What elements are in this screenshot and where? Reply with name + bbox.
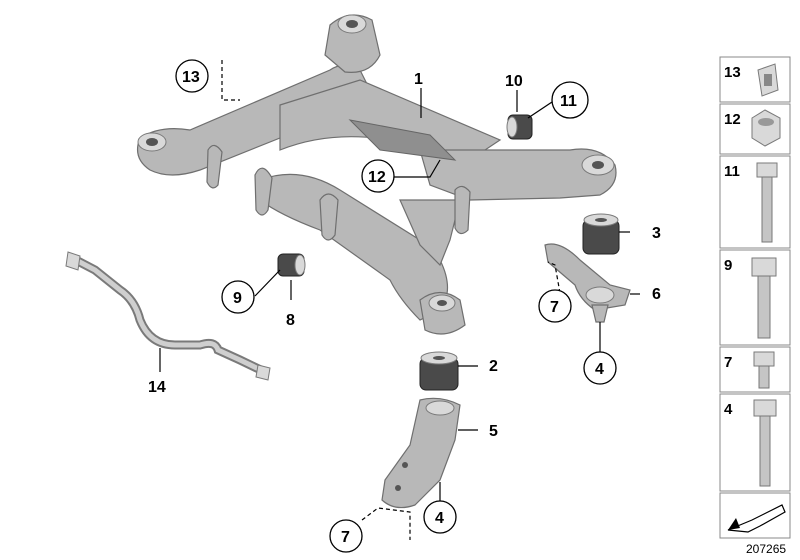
stabilizer-bar-14[interactable]	[65, 251, 271, 381]
legend-item-13[interactable]: 13	[719, 56, 791, 103]
legend-item-12[interactable]: 12	[719, 103, 791, 155]
svg-text:3: 3	[652, 225, 661, 242]
callout-5: 5	[489, 423, 498, 440]
rubber-mount-8[interactable]	[277, 253, 306, 277]
callout-11: 11	[551, 81, 589, 119]
svg-text:11: 11	[724, 163, 740, 180]
rubber-bushing-2[interactable]	[419, 351, 459, 391]
svg-text:1: 1	[414, 71, 423, 88]
bracket-5[interactable]	[381, 397, 461, 509]
svg-text:10: 10	[505, 73, 523, 90]
callout-7-upper: 7	[538, 289, 572, 323]
legend-item-7[interactable]: 7	[719, 346, 791, 393]
svg-text:13: 13	[182, 69, 200, 86]
callout-4-upper: 4	[583, 351, 617, 385]
callout-3: 3	[652, 225, 661, 242]
navigation-arrow-icon[interactable]	[719, 492, 791, 539]
callout-10: 10	[505, 73, 523, 90]
svg-text:9: 9	[724, 257, 732, 274]
svg-text:7: 7	[341, 529, 350, 546]
callout-6: 6	[652, 286, 661, 303]
rubber-bushing-3[interactable]	[582, 213, 620, 255]
svg-text:14: 14	[148, 379, 166, 396]
svg-text:4: 4	[595, 361, 604, 378]
svg-text:7: 7	[724, 354, 732, 371]
legend-item-11[interactable]: 11	[719, 155, 791, 249]
diagram-reference-number: 207265	[746, 542, 786, 556]
svg-text:6: 6	[652, 286, 661, 303]
legend-item-4[interactable]: 4	[719, 393, 791, 492]
callout-14: 14	[148, 379, 166, 396]
svg-text:9: 9	[233, 290, 242, 307]
svg-text:5: 5	[489, 423, 498, 440]
bracket-6[interactable]	[544, 243, 631, 323]
callout-4-lower: 4	[423, 500, 457, 534]
rear-axle-carrier[interactable]	[137, 14, 617, 335]
leader-lines	[159, 60, 640, 540]
rubber-mount-10[interactable]	[506, 114, 533, 140]
svg-text:2: 2	[489, 358, 498, 375]
callout-9: 9	[221, 280, 255, 314]
callout-1: 1	[414, 71, 423, 88]
callout-2: 2	[489, 358, 498, 375]
svg-text:12: 12	[724, 111, 741, 128]
callout-8: 8	[286, 312, 295, 329]
callout-13: 13	[175, 59, 209, 93]
svg-text:8: 8	[286, 312, 295, 329]
parts-legend: 13 12 11 9 7	[719, 56, 791, 539]
svg-text:12: 12	[368, 169, 386, 186]
svg-text:13: 13	[724, 64, 741, 81]
svg-text:4: 4	[435, 510, 444, 527]
svg-text:7: 7	[550, 299, 559, 316]
legend-item-9[interactable]: 9	[719, 249, 791, 346]
svg-text:4: 4	[724, 401, 733, 418]
svg-text:11: 11	[560, 93, 577, 110]
callout-12: 12	[361, 159, 395, 193]
callout-7-lower: 7	[329, 519, 363, 553]
